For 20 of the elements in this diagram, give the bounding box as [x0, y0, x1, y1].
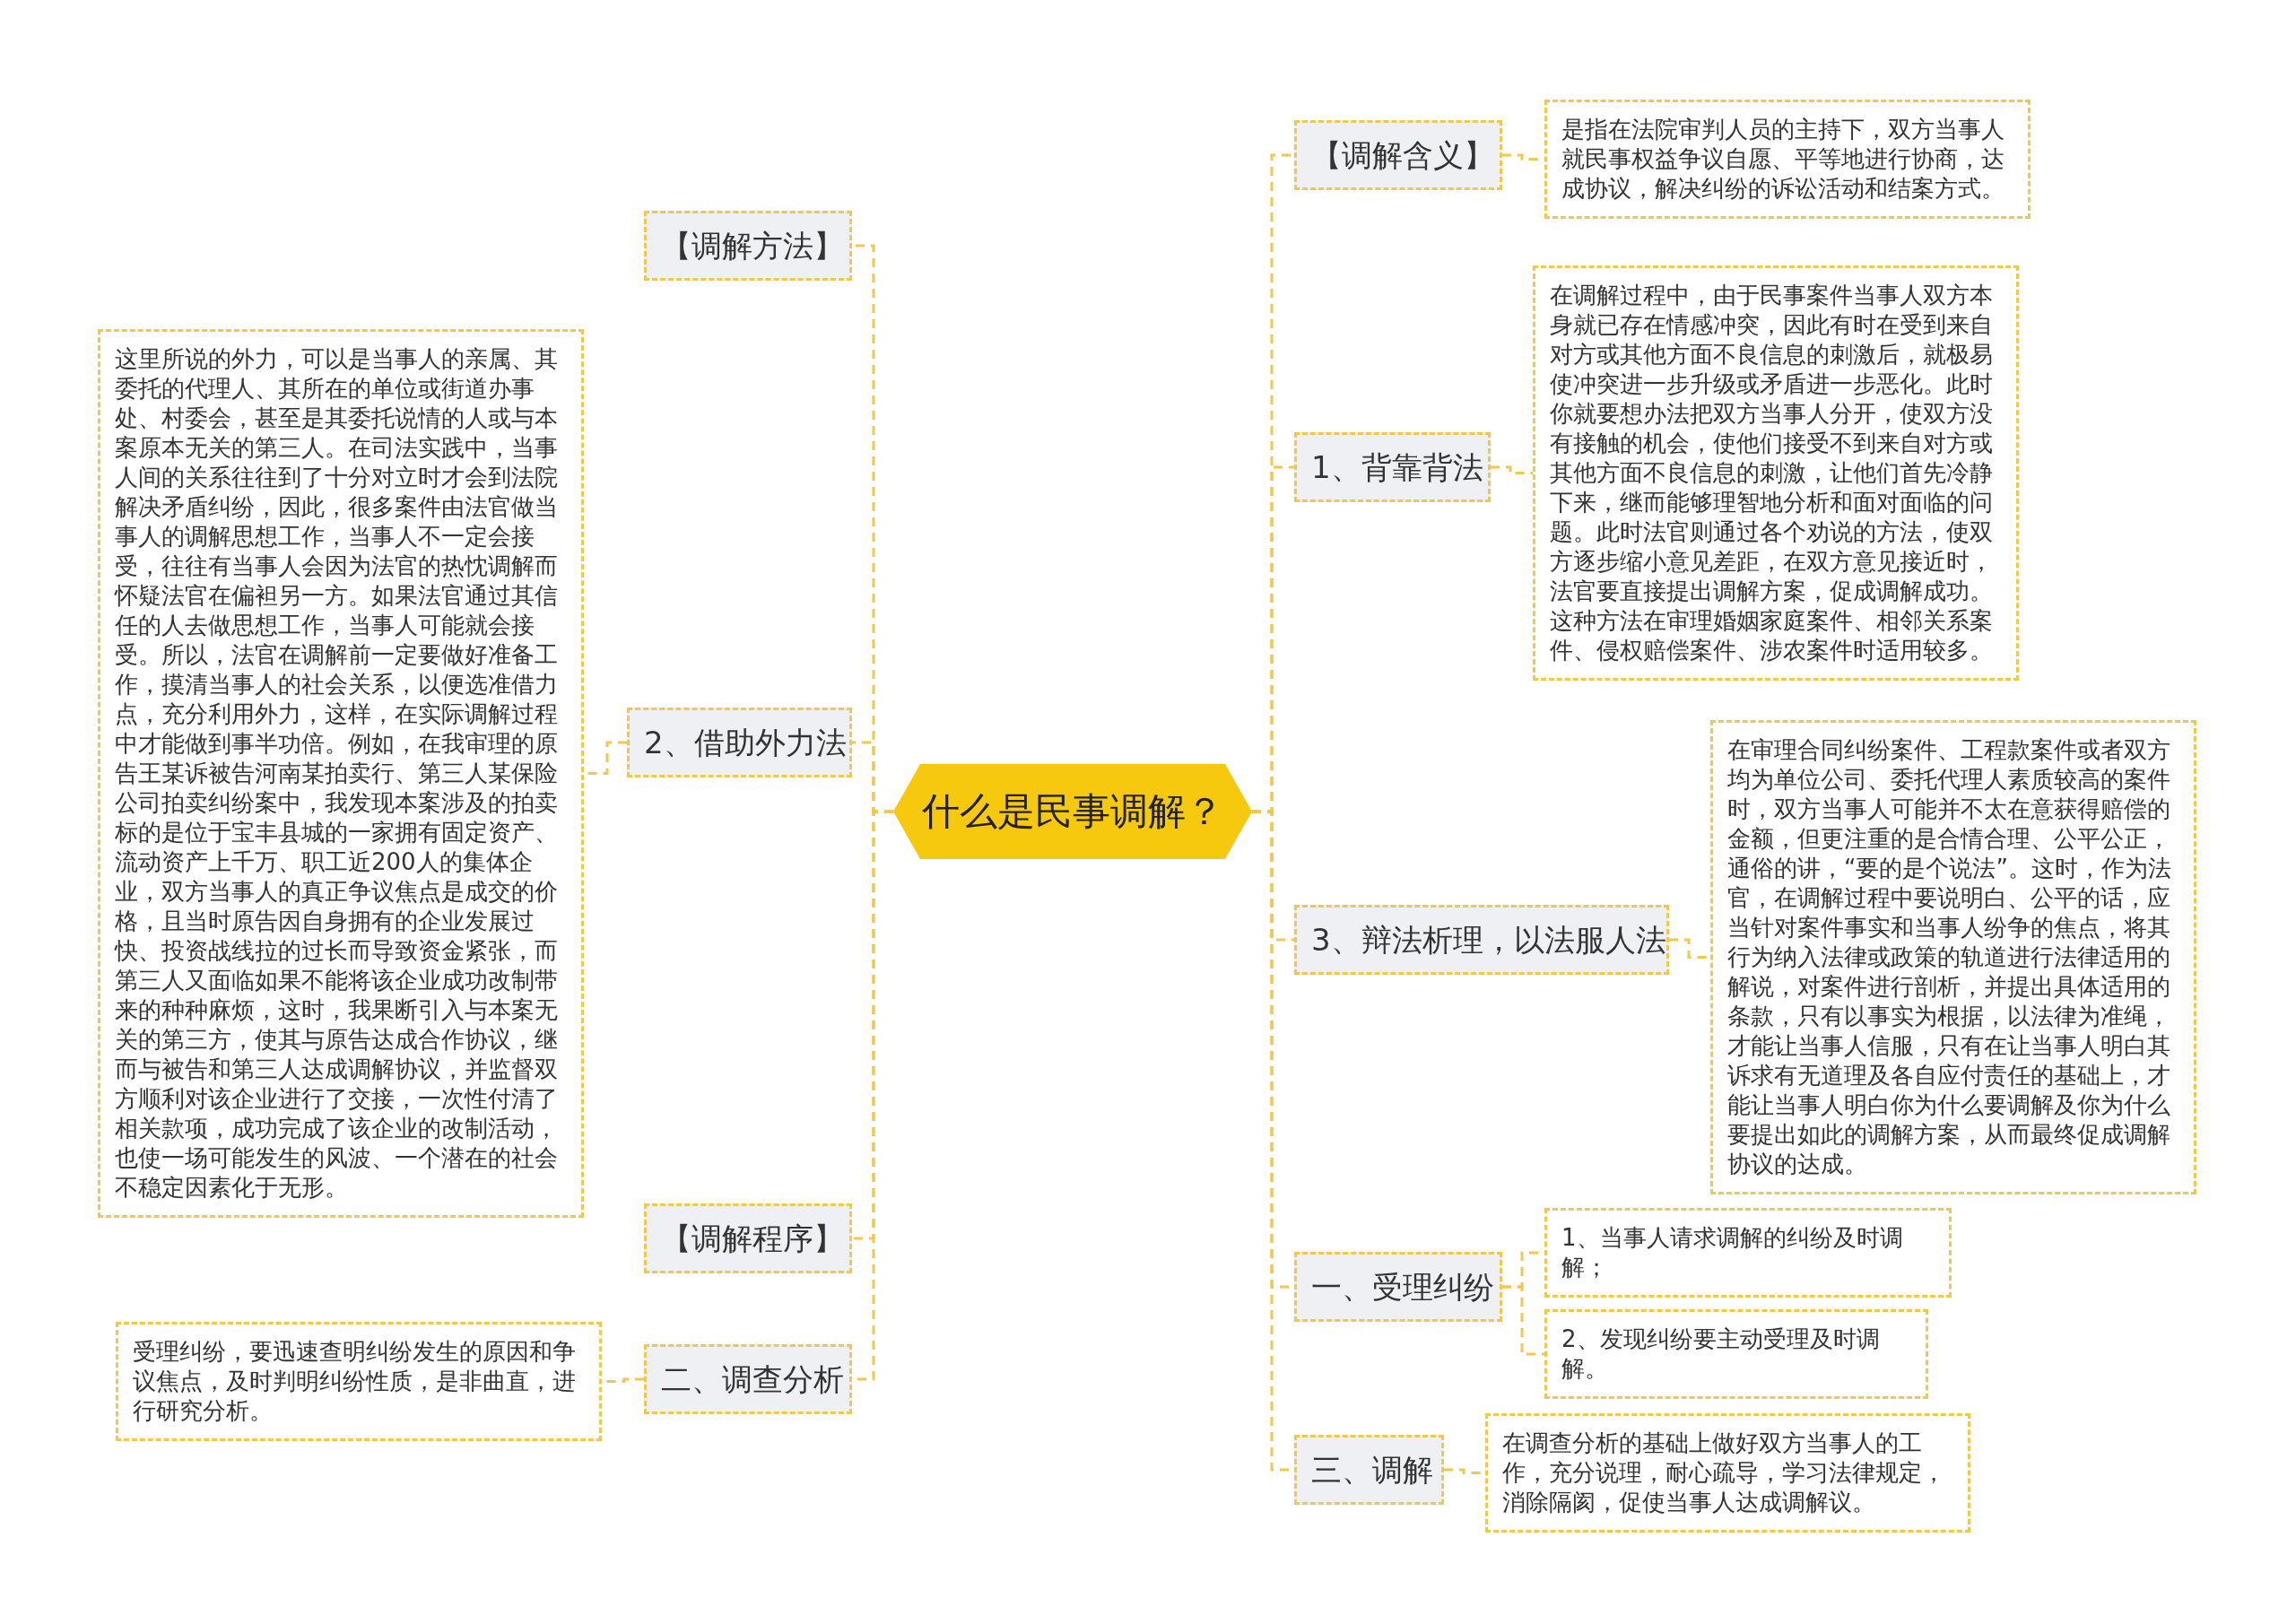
text-box: 2、发现纠纷要主动受理及时调解。 — [1544, 1309, 1928, 1399]
text-box: 在审理合同纠纷案件、工程款案件或者双方均为单位公司、委托代理人素质较高的案件时，双方当事人可能并不太在意获得赔偿的金额，但更注重的是合情合理、公平公正，通俗的讲，“要的是个说法”。这时，作为法官，在调解过程中要说明白、公平的话，应当针对案件事实和当事人纷争的焦点，将其行为纳入法律或政策的轨道进行法律适用的解说，对案件进行剖析，并提出具体适用的条款，只有以事实为根据，以法律为准绳，才能让当事人信服，只有在让当事人明白其诉求有无道理及各自应付责任的基础上，才能让当事人明白你为什么要调解及你为什么要提出如此的调解方案，从而最终促成调解协议的达成。 — [1710, 720, 2196, 1194]
branch-box: 【调解方法】 — [644, 211, 852, 281]
topic-hexagon: 什么是民事调解？ — [893, 764, 1252, 859]
text-box: 这里所说的外力，可以是当事人的亲属、其委托的代理人、其所在的单位或街道办事处、村委会，甚至是其委托说情的人或与本案原本无关的第三人。在司法实践中，当事人间的关系往往到了十分对立时才会到法院解决矛盾纠纷，因此，很多案件由法官做当事人的调解思想工作，当事人不一定会接受，往往有当事人会因为法官的热忱调解而怀疑法官在偏袒另一方。如果法官通过其信任的人去做思想工作，当事人可能就会接受。所以，法官在调解前一定要做好准备工作，摸清当事人的社会关系，以便选准借力点，充分利用外力，这样，在实际调解过程中才能做到事半功倍。例如，在我审理的原告王某诉被告河南某拍卖行、第三人某保险公司拍卖纠纷案中，我发现本案涉及的拍卖标的是位于宝丰县城的一家拥有固定资产、流动资产上千万、职工近200人的集体企业，双方当事人的真正争议焦点是成交的价格，且当时原告因自身拥有的企业发展过快、投资战线拉的过长而导致资金紧张，而第三人又面临如果不能将该企业成功改制带来的种种麻烦，这时，我果断引入与本案无关的第三方，使其与原告达成合作协议，继而与被告和第三人达成调解协议，并监督双方顺利对该企业进行了交接，一次性付清了相关款项，成功完成了该企业的改制活动，也使一场可能发生的风波、一个潜在的社会不稳定因素化于无形。 — [98, 329, 584, 1218]
branch-box: 2、借助外力法 — [627, 708, 852, 777]
text-box: 是指在法院审判人员的主持下，双方当事人就民事权益争议自愿、平等地进行协商，达成协议，解决纠纷的诉讼活动和结案方式。 — [1544, 100, 2031, 219]
text-box: 在调解过程中，由于民事案件当事人双方本身就已存在情感冲突，因此有时在受到来自对方或其他方面不良信息的刺激后，就极易使冲突进一步升级或矛盾进一步恶化。此时你就要想办法把双方当事人分开，使双方没有接触的机会，使他们接受不到来自对方或其他方面不良信息的刺激，让他们首先冷静下来，继而能够理智地分析和面对面临的问题。此时法官则通过各个劝说的方法，使双方逐步缩小意见差距，在双方意见接近时，法官要直接提出调解方案，促成调解成功。这种方法在审理婚姻家庭案件、相邻关系案件、侵权赔偿案件、涉农案件时适用较多。 — [1533, 265, 2019, 681]
branch-box: 3、辩法析理，以法服人法 — [1294, 905, 1669, 975]
branch-box: 【调解程序】 — [644, 1203, 852, 1273]
text-box: 1、当事人请求调解的纠纷及时调解； — [1544, 1208, 1952, 1298]
text-box: 受理纠纷，要迅速查明纠纷发生的原因和争议焦点，及时判明纠纷性质，是非曲直，进行研究分析。 — [116, 1322, 602, 1441]
branch-box: 1、背靠背法 — [1294, 432, 1491, 502]
text-box: 在调查分析的基础上做好双方当事人的工作，充分说理，耐心疏导，学习法律规定，消除隔阂，促使当事人达成调解议。 — [1485, 1413, 1970, 1533]
branch-box: 三、调解 — [1294, 1435, 1444, 1505]
branch-box: 一、受理纠纷 — [1294, 1252, 1502, 1322]
connector-line — [1491, 465, 1533, 474]
connector-line — [1502, 1285, 1544, 1356]
branch-box: 二、调查分析 — [644, 1344, 852, 1414]
branch-box: 【调解含义】 — [1294, 120, 1502, 190]
